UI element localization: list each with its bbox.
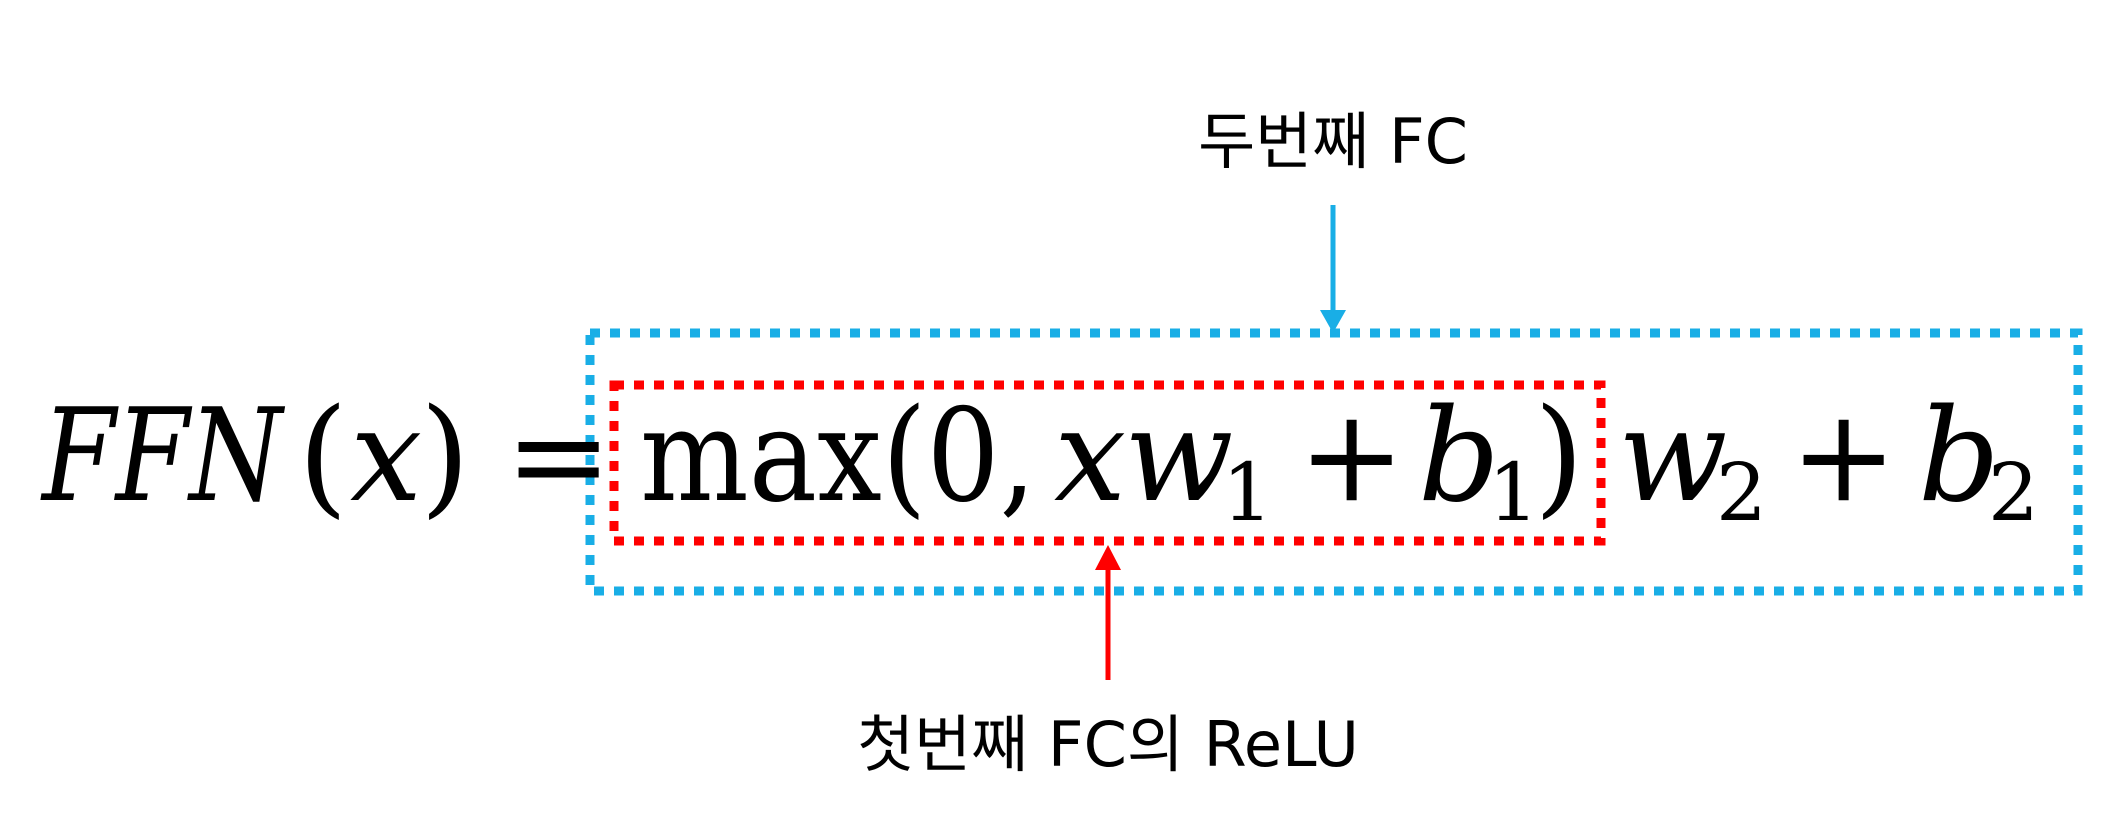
inner-close-paren: ) bbox=[1534, 382, 1584, 531]
subscript-b2: 2 bbox=[1988, 446, 2039, 539]
second-fc-label: 두번째 FC bbox=[1198, 105, 1468, 178]
plus-sign-1: + bbox=[1298, 382, 1405, 531]
weight-w2: w bbox=[1618, 382, 1728, 531]
max-open: max(0, bbox=[640, 382, 1036, 531]
subscript-b1: 1 bbox=[1488, 446, 1539, 539]
subscript-w1: 1 bbox=[1222, 446, 1273, 539]
plus-sign-2: + bbox=[1790, 382, 1897, 531]
first-fc-relu-box bbox=[609, 380, 1606, 546]
bias-b1: b bbox=[1418, 382, 1500, 531]
bias-b2: b bbox=[1918, 382, 2000, 531]
second-fc-arrow bbox=[1320, 205, 1346, 333]
ffn-equation: FFN ( x ) = max(0, x w 1 + b 1 ) w 2 + b… bbox=[40, 382, 2039, 539]
weight-w1: w bbox=[1124, 382, 1234, 531]
lhs-func: FFN bbox=[40, 382, 285, 531]
second-fc-box bbox=[585, 328, 2083, 596]
lhs-open-paren: ( bbox=[298, 382, 348, 531]
inner-var-x: x bbox=[1054, 382, 1126, 531]
lhs-close-paren: ) bbox=[420, 382, 470, 531]
equals-sign: = bbox=[505, 382, 612, 531]
subscript-w2: 2 bbox=[1716, 446, 1767, 539]
lhs-var-x: x bbox=[350, 382, 422, 531]
first-fc-relu-arrow bbox=[1095, 545, 1121, 680]
first-fc-relu-label: 첫번째 FC의 ReLU bbox=[857, 708, 1359, 781]
